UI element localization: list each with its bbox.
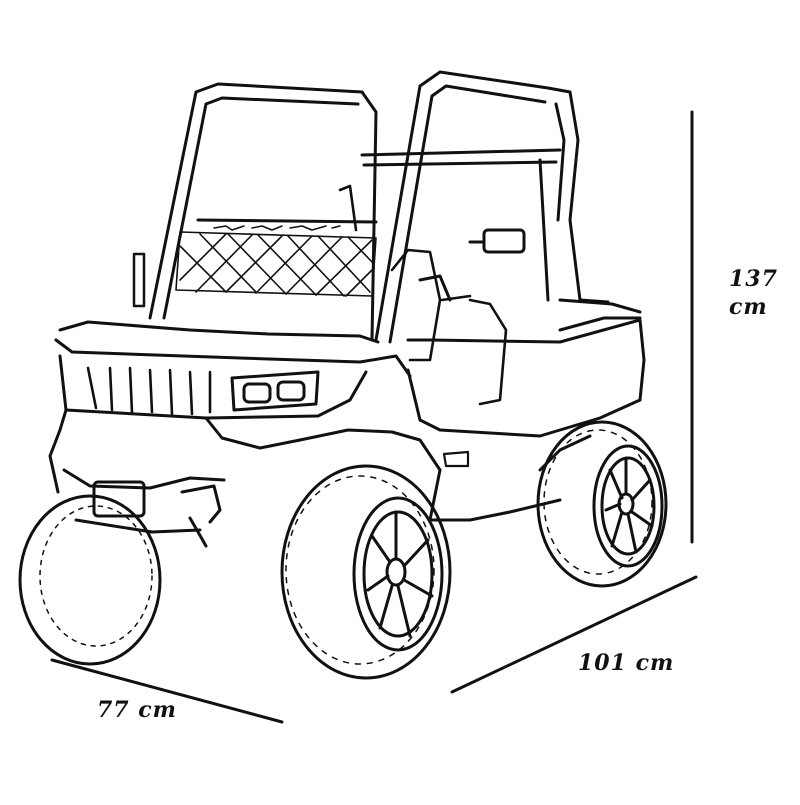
wheel-rear-right — [536, 420, 668, 588]
front-bumper — [62, 468, 226, 548]
side-emblem — [442, 450, 470, 468]
height-value-label: 137 — [729, 266, 778, 292]
length-dimension-line — [450, 575, 698, 694]
wheel-front-right — [280, 464, 452, 680]
height-unit-label: cm — [729, 294, 768, 320]
roll-cage — [148, 70, 610, 344]
length-label: 101 cm — [578, 650, 675, 676]
side-mirror — [468, 228, 526, 254]
wheel-front-left — [18, 494, 162, 666]
dimension-lines — [50, 110, 698, 724]
mesh-lettering — [213, 225, 341, 231]
cargo-mesh — [175, 231, 377, 297]
rear-light — [132, 252, 146, 308]
front-grille — [86, 366, 212, 416]
vehicle-body — [48, 274, 646, 522]
width-label: 77 cm — [97, 697, 177, 723]
headlights — [230, 370, 320, 412]
width-dimension-line — [50, 658, 284, 724]
